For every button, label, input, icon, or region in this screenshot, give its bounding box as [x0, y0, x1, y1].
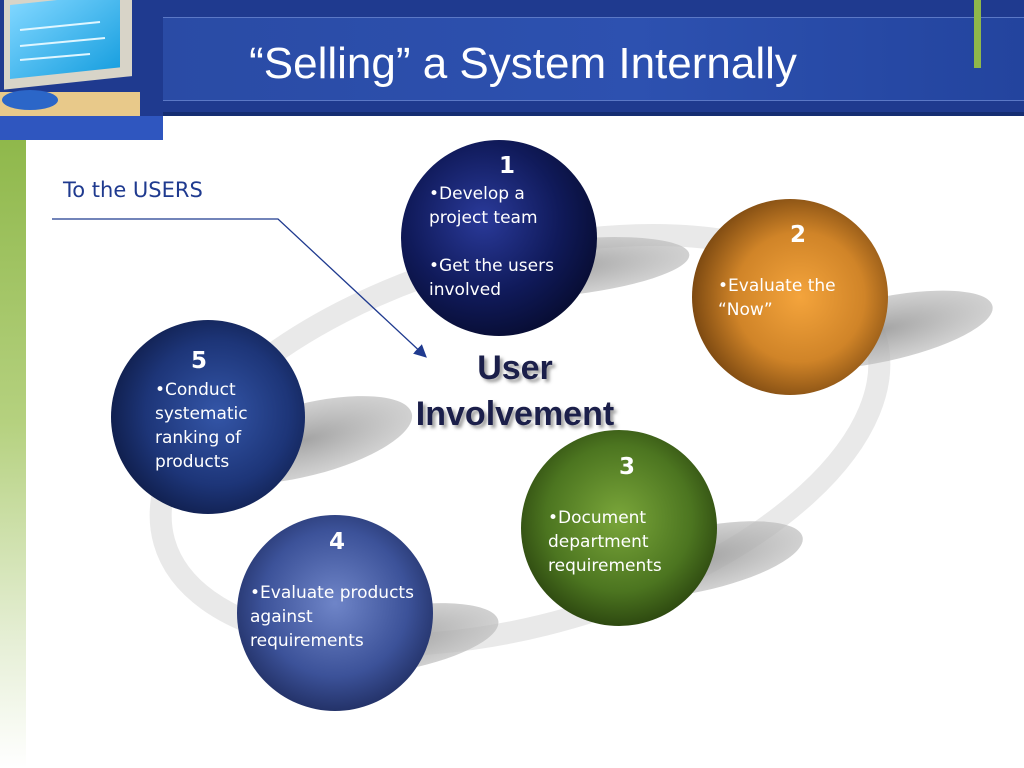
monitor-tile-bottom — [0, 116, 163, 140]
center-label: User Involvement — [385, 345, 645, 437]
step-circle-3 — [521, 430, 717, 626]
step-circle-5 — [111, 320, 305, 514]
step-circle-4 — [237, 515, 433, 711]
step-text-3: •Document department requirements — [548, 506, 698, 578]
center-label-line2: Involvement — [415, 395, 615, 433]
step-number-3: 3 — [618, 454, 635, 480]
monitor-icon — [0, 0, 163, 116]
step-4-bullet-1: •Evaluate products against requirements — [250, 583, 414, 651]
step-number-2: 2 — [789, 222, 806, 248]
side-accent-bar — [0, 140, 26, 768]
page-title: “Selling” a System Internally — [249, 39, 797, 88]
step-1-bullet-2: •Get the users involved — [429, 256, 554, 300]
header-divider — [163, 112, 1024, 116]
annotation-label: To the USERS — [63, 178, 203, 202]
step-text-4: •Evaluate products against requirements — [250, 581, 425, 653]
step-3-bullet-1: •Document department requirements — [548, 508, 662, 576]
step-1-bullet-1: •Develop a project team — [429, 184, 538, 228]
step-5-bullet-1: •Conduct systematic ranking of products — [155, 380, 248, 472]
center-label-line1: User — [477, 349, 553, 387]
step-text-5: •Conduct systematic ranking of products — [155, 378, 275, 474]
step-text-2: •Evaluate the “Now” — [718, 274, 868, 322]
step-number-5: 5 — [190, 348, 207, 374]
step-text-1: •Develop a project team •Get the users i… — [429, 182, 589, 302]
callout-pointer — [52, 218, 427, 358]
step-number-4: 4 — [328, 529, 345, 555]
step-2-bullet-1: •Evaluate the “Now” — [718, 276, 836, 320]
monitor-image — [0, 0, 163, 140]
title-panel: “Selling” a System Internally — [163, 17, 1024, 101]
accent-bar — [974, 0, 981, 68]
step-circle-2 — [692, 199, 888, 395]
step-circle-1 — [401, 140, 597, 336]
step-number-1: 1 — [498, 153, 515, 179]
